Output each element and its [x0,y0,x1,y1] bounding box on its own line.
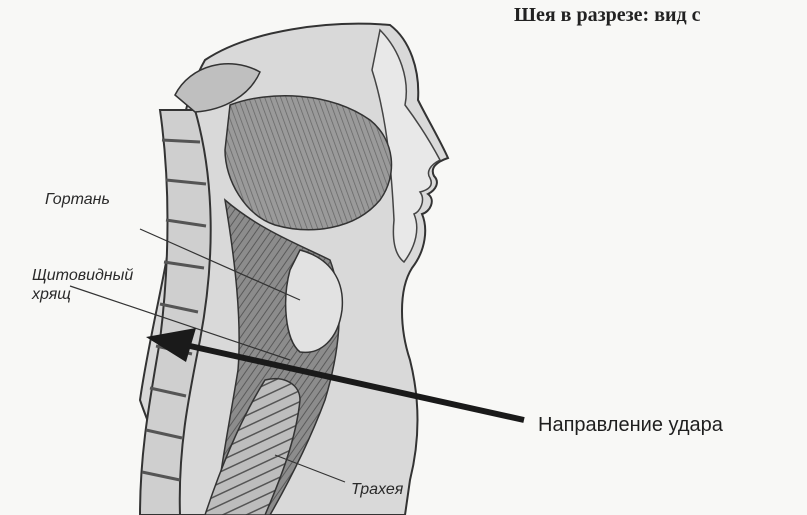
impact-direction-label: Направление удара [538,414,723,437]
trachea-label: Трахея [351,480,403,499]
thyroid-label-line2: хрящ [32,285,133,304]
larynx-label: Гортань [45,190,110,209]
figure-title: Шея в разрезе: вид с [514,4,701,27]
thyroid-cartilage-label: Щитовидный хрящ [32,266,133,304]
thyroid-label-line1: Щитовидный [32,266,133,285]
